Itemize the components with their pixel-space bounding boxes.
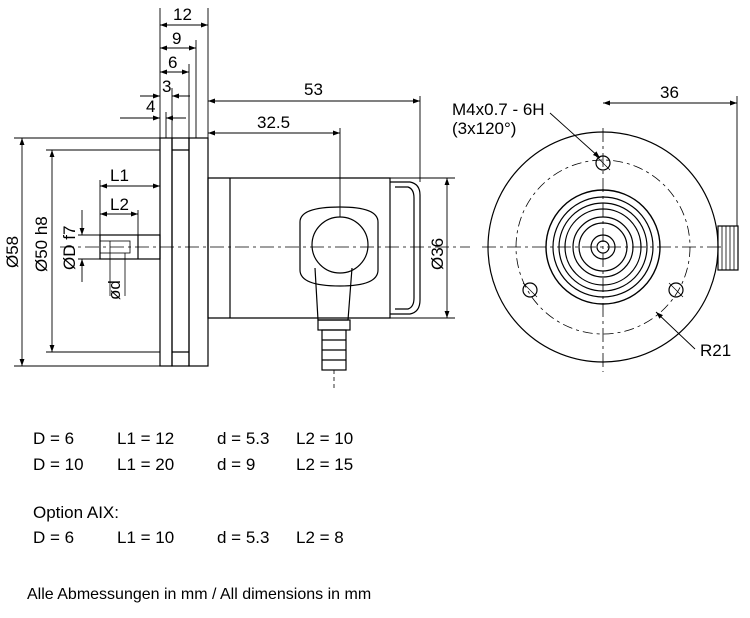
cable-gland [299,206,379,390]
front-view [482,128,739,372]
units-note: Alle Abmessungen in mm / All dimensions … [27,586,372,603]
dim-dia36: Ø36 [428,238,447,270]
cell-L2: L2 = 8 [296,528,344,547]
cell-d: d = 5.3 [217,528,270,547]
side-dimensions [14,8,455,367]
dim-6: 6 [168,53,177,72]
dim-32-5: 32.5 [257,113,290,132]
dim-36-front: 36 [660,83,679,102]
dim-R21: R21 [700,341,731,360]
dim-diad: ød [105,280,124,300]
cell-L2: L2 = 10 [296,429,354,448]
table-row: D = 10 L1 = 20 d = 9 L2 = 15 [33,455,393,475]
dim-diaD: ØD f7 [60,226,79,270]
dim-L1: L1 [110,166,129,185]
flange-plate-3 [188,137,209,367]
thread-hole-left [522,282,538,298]
dim-4: 4 [146,97,155,116]
dim-12: 12 [173,5,192,24]
cell-L1: L1 = 10 [117,528,175,547]
cell-D: D = 6 [33,429,75,448]
cell-L1: L1 = 20 [117,455,175,474]
cell-L2: L2 = 15 [296,455,354,474]
cell-d: d = 5.3 [217,429,270,448]
dim-53: 53 [304,80,323,99]
flange-plate-2 [171,137,190,367]
flange-plate-1 [159,137,173,367]
thread-count: (3x120°) [452,119,516,138]
cell-L1: L1 = 12 [117,429,175,448]
encoder-body [207,177,391,319]
front-dimensions [549,96,738,350]
table-row: D = 6 L1 = 10 d = 5.3 L2 = 8 [33,528,393,548]
thread-spec: M4x0.7 - 6H [452,100,545,119]
cell-D: D = 6 [33,528,75,547]
dim-9: 9 [172,29,181,48]
cell-D: D = 10 [33,455,84,474]
dim-dia50: Ø50 h8 [32,216,51,272]
side-view [60,137,470,390]
end-cap [390,181,421,315]
thread-hole-top [595,155,611,171]
dim-L2: L2 [110,195,129,214]
connector [717,225,739,271]
thread-hole-right [668,282,684,298]
dim-dia58: Ø58 [3,236,22,268]
cell-d: d = 9 [217,455,256,474]
option-title: Option AIX: [33,503,119,522]
bolt-circle [515,159,691,335]
table-row: D = 6 L1 = 12 d = 5.3 L2 = 10 [33,429,393,449]
dim-3: 3 [162,77,171,96]
